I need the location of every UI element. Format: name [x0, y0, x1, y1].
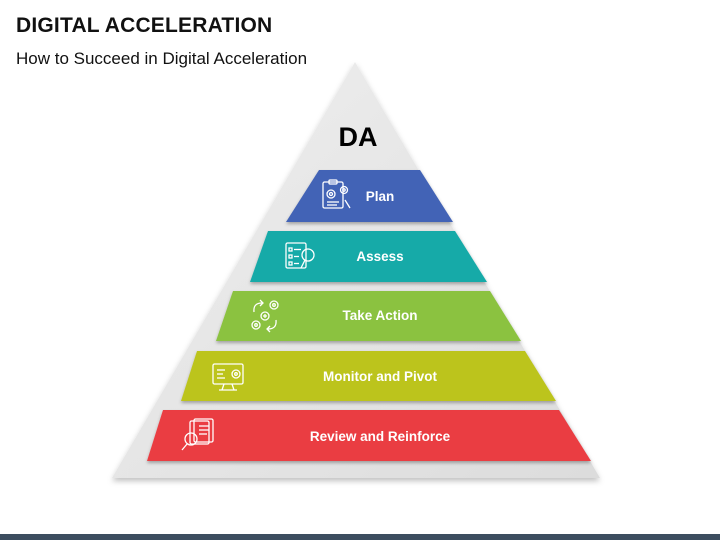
pyramid-layer-monitor-and-pivot: Monitor and Pivot	[181, 351, 556, 401]
layer-label: Assess	[356, 249, 403, 264]
gears-arrows-icon	[251, 299, 279, 333]
checklist-magnifier-icon	[285, 242, 315, 269]
page-title: DIGITAL ACCELERATION	[16, 14, 273, 37]
layer-band	[250, 231, 487, 282]
layer-label: Monitor and Pivot	[323, 369, 437, 384]
monitor-gear-icon	[212, 363, 244, 391]
page-subtitle: How to Succeed in Digital Acceleration	[16, 49, 308, 68]
layer-band	[216, 291, 521, 341]
layer-band	[147, 410, 591, 461]
pyramid-layer-plan: Plan	[286, 170, 453, 222]
pyramid-layer-review-and-reinforce: Review and Reinforce	[147, 410, 591, 461]
footer-bar	[0, 534, 720, 540]
layer-label: Plan	[366, 189, 395, 204]
document-search-icon	[181, 418, 214, 451]
layer-band	[286, 170, 453, 222]
layer-label: Review and Reinforce	[310, 429, 451, 444]
pyramid-apex-label: DA	[339, 122, 378, 152]
project-plan-icon	[322, 179, 351, 209]
pyramid-layer-assess: Assess	[250, 231, 487, 282]
layer-band	[181, 351, 556, 401]
pyramid-layer-take-action: Take Action	[216, 291, 521, 341]
layer-label: Take Action	[342, 308, 417, 323]
